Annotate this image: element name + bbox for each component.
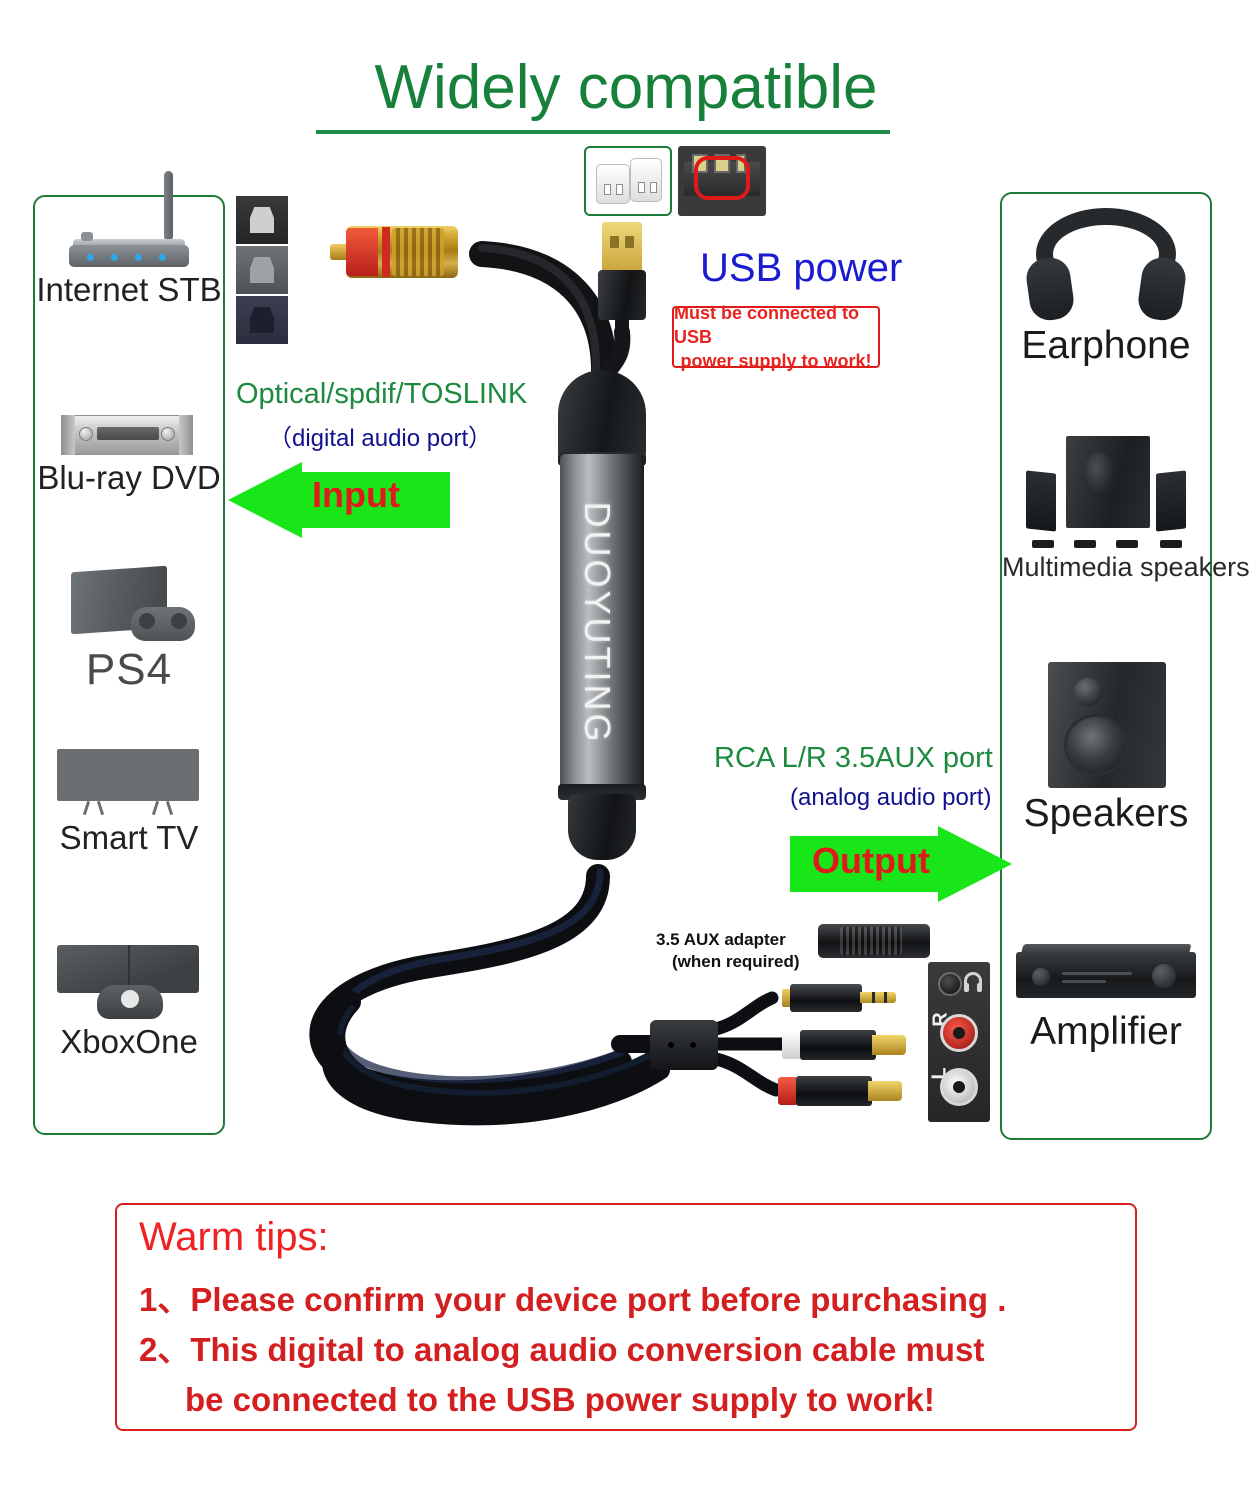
output-port-subtitle: (analog audio port) [790,784,992,811]
device-label: Multimedia speakers [1002,552,1250,582]
television-icon [57,749,199,816]
device-label: Smart TV [59,819,199,856]
warm-tips-line-1: 1、Please confirm your device port before… [139,1281,1007,1318]
page-title: Widely compatible [374,53,878,122]
usb-power-title: USB power [700,246,903,290]
toslink-port-icon [236,196,288,244]
warm-tips-box: Warm tips: 1、Please confirm your device … [115,1203,1137,1431]
cable-splitter [650,1020,718,1070]
optical-toslink-plug [318,222,486,284]
device-label: Earphone [1021,324,1191,367]
dac-converter-device: DUOYUTING [552,370,652,870]
highlight-circle-icon [694,156,750,200]
title-underline [316,130,890,134]
usb-power-warning-box: Must be connected to USB power supply to… [672,303,880,371]
router-icon [69,171,189,267]
headphone-icon [964,972,982,992]
amplifier-icon [1016,944,1196,1006]
device-label: Amplifier [1030,1010,1182,1053]
output-arrow [790,826,1012,902]
headphone-jack [938,972,962,996]
list-item-internet-stb: Internet STB [35,171,223,309]
usb-power-plug [598,222,646,336]
device-label: Blu-ray DVD [37,459,221,496]
aux-adapter-label-line1: 3.5 AUX adapter [656,930,786,949]
input-arrow-label: Input [312,474,400,515]
aux-adapter-label-line2: (when required) [672,952,800,971]
usb-port-strip-thumbnail [678,146,766,216]
list-item-earphone: Earphone [1002,208,1210,368]
input-devices-panel: Internet STB Blu-ray DVD PS4 [33,171,225,1135]
usb-power-source-thumbnails [584,146,766,216]
list-item-smart-tv: Smart TV [35,749,223,857]
usb-power-warning-line1: Must be connected to USB [674,302,860,347]
bookshelf-speaker-icon [1048,662,1166,788]
rca-jack-right [940,1014,978,1052]
list-item-bluray-dvd: Blu-ray DVD [35,415,223,497]
playstation-console-icon [65,565,195,641]
toslink-port-icon [236,246,288,294]
toslink-port-thumbnails [236,196,288,346]
aux-35mm-adapter [818,924,930,958]
multimedia-speakers-icon [1018,432,1194,548]
device-label: PS4 [85,645,173,694]
output-devices-panel: Earphone Multimedia speakers Speakers [1000,192,1250,1140]
device-label: XboxOne [60,1023,198,1060]
list-item-multimedia-speakers: Multimedia speakers [1002,432,1250,583]
warm-tips-line-3: be connected to the USB power supply to … [185,1381,935,1419]
wall-charger-thumbnail [584,146,672,216]
device-brand-label: DUOYUTING [577,501,618,745]
warm-tips-title: Warm tips: [139,1215,329,1259]
aux-35mm-male-plug [768,984,896,1012]
usb-power-warning-line2: power supply to work! [680,351,872,372]
list-item-xboxone: XboxOne [35,945,223,1061]
headphone-icon [1023,208,1189,323]
list-item-amplifier: Amplifier [1002,944,1210,1054]
rca-plug-left-white [782,1030,906,1060]
device-audio-jack-panel: R L [928,962,990,1122]
list-item-speakers: Speakers [1002,662,1210,836]
bluray-player-icon [61,415,193,455]
input-arrow [228,462,450,538]
output-port-title: RCA L/R 3.5AUX port [714,742,993,774]
device-label: Internet STB [36,271,222,308]
device-label: Speakers [1023,792,1189,835]
warm-tips-line-2: 2、This digital to analog audio conversio… [139,1331,985,1369]
input-port-title: Optical/spdif/TOSLINK [236,378,528,410]
rca-plug-right-red [778,1076,902,1106]
xbox-console-icon [57,945,199,1019]
toslink-port-icon [236,296,288,344]
output-arrow-label: Output [812,840,930,881]
input-port-subtitle: （digital audio port） [268,425,493,452]
list-item-ps4: PS4 [35,565,223,695]
rca-jack-left [940,1068,978,1106]
